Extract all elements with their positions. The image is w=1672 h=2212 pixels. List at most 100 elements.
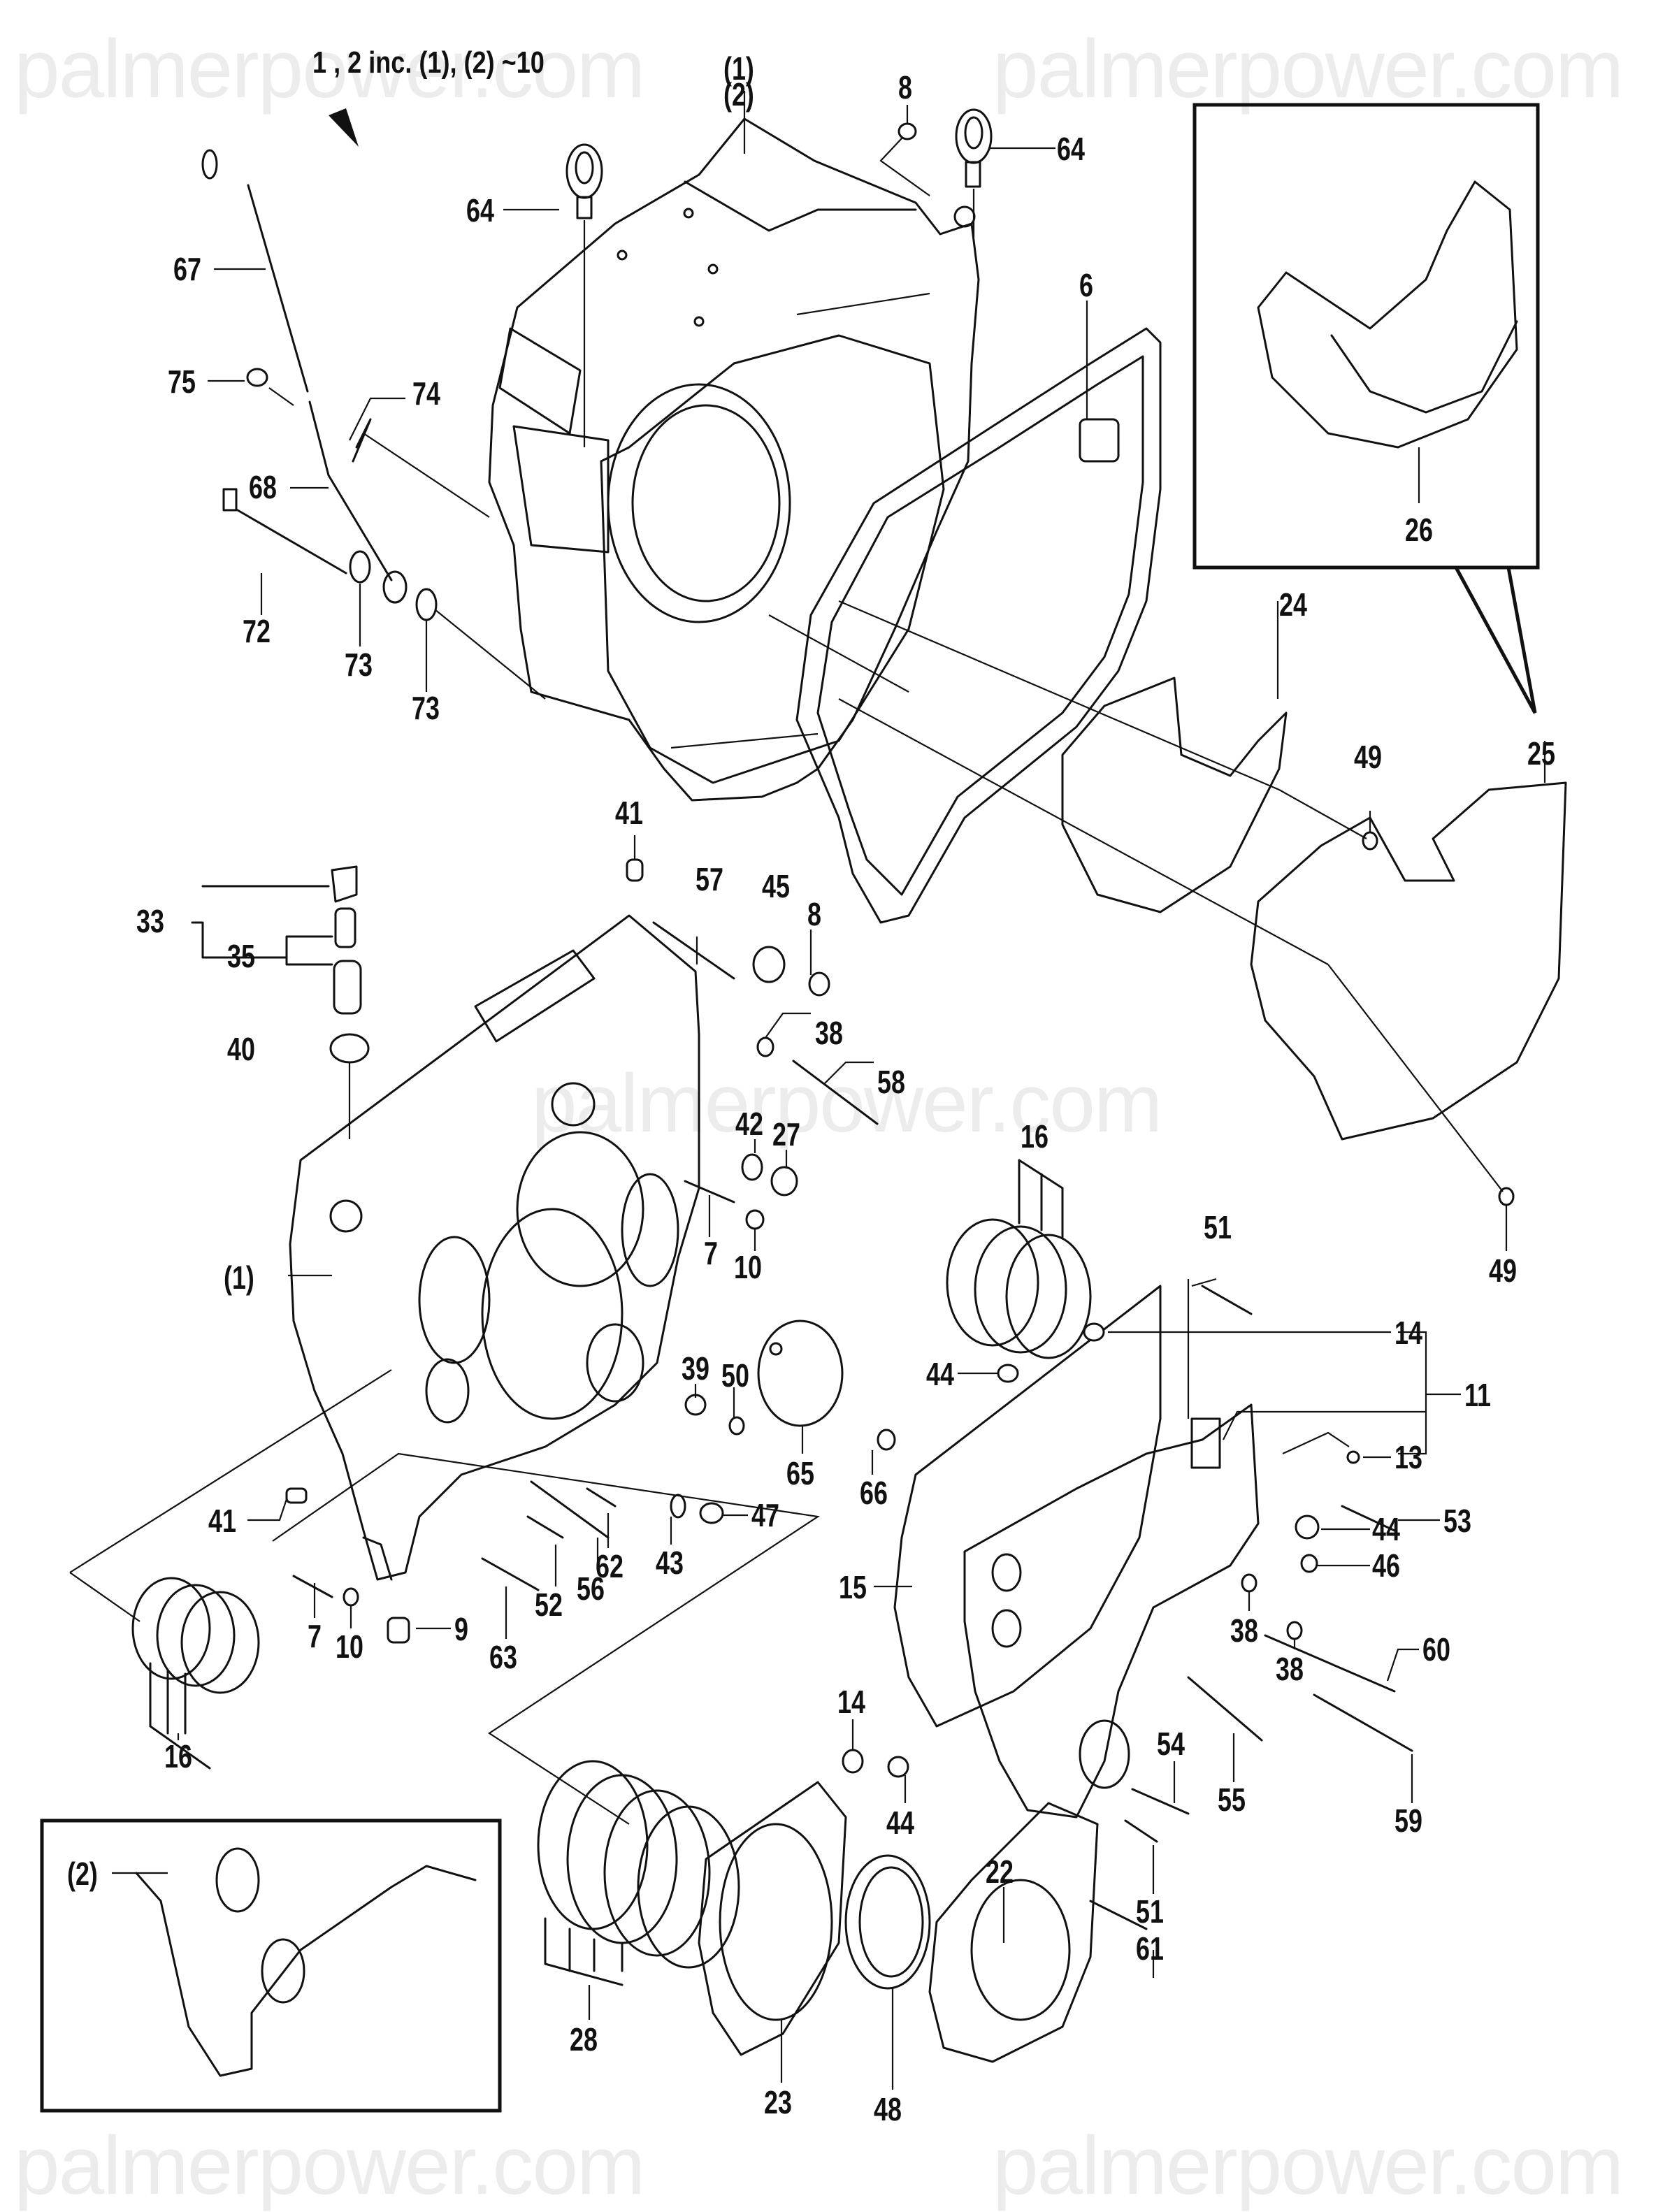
- callout-label[interactable]: 26: [1405, 512, 1433, 548]
- oring-40: [329, 1033, 370, 1064]
- callout-label[interactable]: 54: [1157, 1726, 1185, 1762]
- callout-label[interactable]: 66: [860, 1475, 888, 1511]
- callout-label[interactable]: 73: [412, 690, 440, 726]
- callout-label[interactable]: 11: [1464, 1377, 1491, 1413]
- bolt-50: [728, 1416, 745, 1436]
- callout-label[interactable]: 23: [764, 2084, 792, 2120]
- plug-14a: [1083, 1322, 1105, 1342]
- callout-label[interactable]: 6: [1079, 267, 1093, 303]
- callout-label[interactable]: 35: [227, 938, 255, 974]
- plug-45: [752, 946, 786, 983]
- callout-label[interactable]: 40: [227, 1031, 255, 1067]
- inset-box-26: [1192, 103, 1540, 714]
- callout-label[interactable]: 7: [704, 1235, 718, 1271]
- callout-label[interactable]: 72: [243, 613, 271, 649]
- callout-label[interactable]: 13: [1394, 1439, 1422, 1475]
- watermark: palmerpower.com: [993, 2120, 1624, 2212]
- callout-label[interactable]: 56: [577, 1570, 605, 1607]
- plug-14b: [842, 1749, 864, 1774]
- callout-label[interactable]: 48: [874, 2091, 902, 2127]
- callout-label[interactable]: 44: [926, 1356, 954, 1392]
- callout-label[interactable]: 44: [886, 1805, 914, 1841]
- callout-label[interactable]: 8: [807, 896, 821, 932]
- callout-label[interactable]: 38: [1230, 1612, 1258, 1649]
- callout-label[interactable]: 33: [136, 903, 164, 939]
- callout-label[interactable]: 50: [721, 1357, 749, 1394]
- callout-label[interactable]: 61: [1136, 1930, 1164, 1967]
- dipstick-67: [201, 149, 309, 393]
- callout-label[interactable]: 15: [839, 1569, 867, 1605]
- front-gear-case: [289, 914, 700, 1581]
- washer-38b: [1241, 1573, 1257, 1593]
- callout-label[interactable]: 67: [173, 251, 201, 287]
- callout-label[interactable]: 51: [1204, 1209, 1232, 1245]
- pin-41a: [626, 835, 644, 882]
- washer-39: [684, 1394, 707, 1416]
- callout-label[interactable]: 46: [1372, 1547, 1400, 1584]
- callout-label[interactable]: 74: [412, 375, 440, 412]
- callout-label[interactable]: 57: [696, 861, 723, 897]
- callout-label[interactable]: 10: [336, 1628, 363, 1665]
- callout-label[interactable]: 38: [1276, 1651, 1304, 1687]
- callout-label[interactable]: 45: [762, 868, 790, 904]
- plug-9: [387, 1617, 410, 1644]
- washer-38a: [756, 1036, 774, 1057]
- callout-label[interactable]: 9: [454, 1611, 468, 1647]
- callout-label[interactable]: 52: [535, 1586, 563, 1623]
- callout-label[interactable]: 63: [489, 1639, 517, 1675]
- callout-label[interactable]: 73: [345, 646, 373, 683]
- nut-10b: [343, 1587, 359, 1607]
- cover-65: [757, 1320, 844, 1427]
- callout-label[interactable]: 44: [1372, 1511, 1400, 1547]
- callout-label[interactable]: 7: [308, 1618, 322, 1654]
- callout-label[interactable]: 62: [596, 1548, 624, 1584]
- callout-label[interactable]: 64: [466, 192, 494, 229]
- inset-box-2: [40, 1819, 502, 2113]
- callout-label[interactable]: 22: [986, 1853, 1014, 1890]
- callout-label[interactable]: 55: [1218, 1781, 1246, 1818]
- callout-label[interactable]: 68: [249, 469, 277, 505]
- cap-33: [331, 865, 358, 903]
- callout-label[interactable]: 25: [1527, 735, 1555, 772]
- callout-label[interactable]: 42: [735, 1106, 763, 1142]
- guide-pipe-68: [308, 400, 490, 604]
- washer-73b: [415, 588, 438, 621]
- callout-label[interactable]: (2): [67, 1856, 98, 1892]
- callout-label[interactable]: 24: [1279, 586, 1307, 623]
- callout-label[interactable]: 51: [1136, 1893, 1164, 1930]
- callout-label[interactable]: 43: [656, 1545, 684, 1581]
- callout-label[interactable]: 10: [734, 1249, 762, 1285]
- bolt-44b: [1295, 1515, 1320, 1540]
- callout-label[interactable]: 14: [1394, 1315, 1422, 1351]
- callout-label[interactable]: 27: [772, 1116, 800, 1152]
- watermark: palmerpower.com: [993, 23, 1624, 115]
- callout-label[interactable]: (2): [723, 76, 754, 113]
- callout-label[interactable]: 65: [786, 1455, 814, 1491]
- callout-label[interactable]: 60: [1422, 1631, 1450, 1668]
- callout-label[interactable]: 64: [1057, 131, 1085, 167]
- callout-label[interactable]: 41: [208, 1503, 236, 1539]
- callout-label[interactable]: (1): [224, 1259, 254, 1296]
- eye-bolt-64b: [955, 108, 993, 238]
- callout-label[interactable]: 38: [815, 1015, 843, 1051]
- callout-label[interactable]: 75: [168, 363, 196, 400]
- plug-8b: [808, 971, 830, 997]
- callout-label[interactable]: 41: [615, 795, 643, 831]
- callout-label[interactable]: 8: [898, 69, 912, 106]
- callout-label[interactable]: 58: [877, 1064, 905, 1100]
- callout-label[interactable]: (1): [723, 50, 754, 87]
- bolt-75: [246, 368, 294, 406]
- callout-label[interactable]: 14: [837, 1684, 865, 1720]
- callout-label[interactable]: 49: [1489, 1252, 1517, 1289]
- gasket-23: [698, 1781, 847, 2056]
- callout-label[interactable]: 16: [164, 1738, 192, 1774]
- callout-label[interactable]: 28: [570, 2021, 598, 2058]
- callout-label[interactable]: 16: [1021, 1118, 1048, 1155]
- washer-42: [741, 1153, 763, 1181]
- callout-label[interactable]: 59: [1394, 1802, 1422, 1839]
- callout-label[interactable]: 53: [1443, 1503, 1471, 1539]
- callout-label[interactable]: 49: [1354, 739, 1382, 775]
- callout-label[interactable]: 47: [751, 1497, 779, 1533]
- bolt-57: [652, 921, 735, 980]
- callout-label[interactable]: 39: [682, 1350, 709, 1387]
